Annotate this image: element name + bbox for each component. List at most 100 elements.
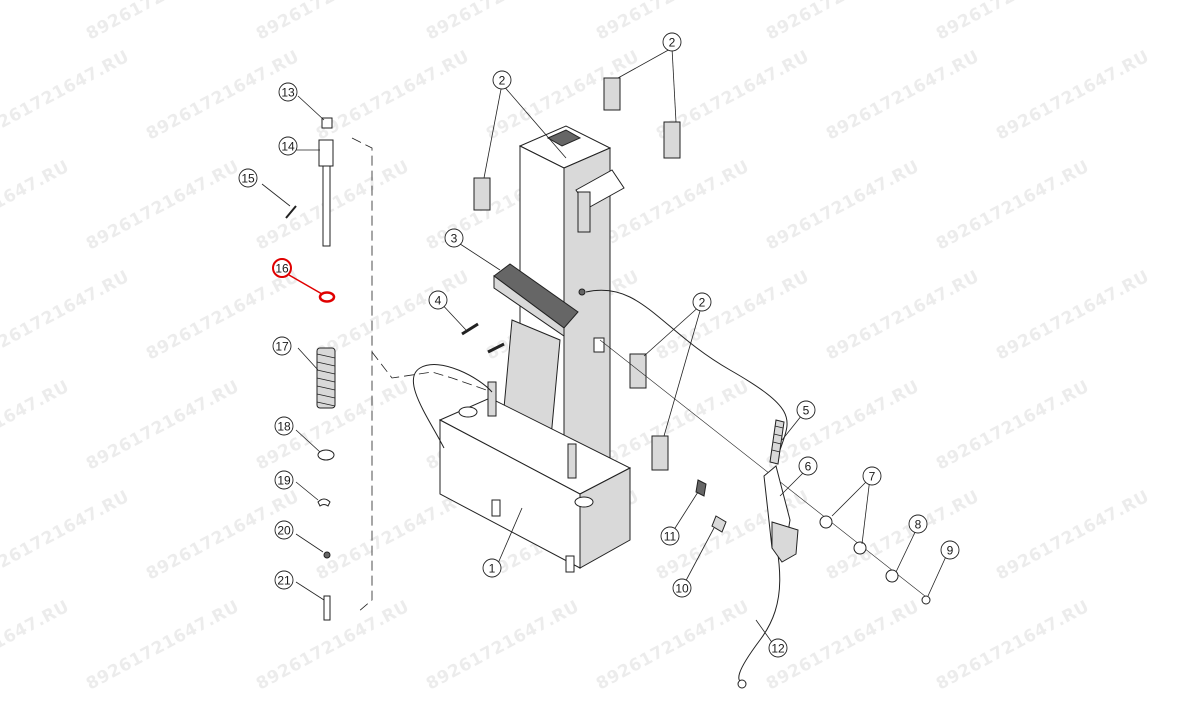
watermark-text: 89261721647.RU [0, 377, 73, 475]
callout-circle [796, 400, 816, 420]
callout-circle [768, 638, 788, 658]
leader-lines [437, 47, 949, 649]
column-assembly [261, 95, 493, 621]
callout-21: 21 [274, 570, 294, 590]
callout-label: 4 [435, 294, 442, 308]
callout-circle [274, 470, 294, 490]
watermark-text: 89261721647.RU [0, 267, 133, 365]
callout-circle [428, 290, 448, 310]
callout-label: 18 [277, 420, 291, 434]
watermark-text: 89261721647.RU [0, 0, 73, 44]
watermark-text: 89261721647.RU [143, 47, 303, 145]
callout-circle [940, 540, 960, 560]
part-20-ball [323, 551, 331, 559]
callout-label: 11 [664, 530, 677, 544]
callout-circle [272, 336, 292, 356]
watermark-text: 89261721647.RU [313, 267, 473, 365]
callout-circle [274, 520, 294, 540]
callout-11: 11 [660, 526, 680, 546]
callout-label: 14 [281, 140, 295, 154]
callout-2: 2 [492, 70, 512, 90]
watermark-text: 89261721647.RU [823, 47, 983, 145]
watermark-text: 89261721647.RU [0, 157, 73, 255]
callout-label: 8 [915, 518, 922, 532]
callout-14: 14 [278, 136, 298, 156]
part-14-rod [322, 165, 331, 247]
callout-circle [274, 570, 294, 590]
callout-circle [274, 416, 294, 436]
part-10-pin [711, 515, 727, 533]
watermark-text: 89261721647.RU [763, 0, 923, 44]
callout-19: 19 [274, 470, 294, 490]
part-15-pin [285, 205, 297, 219]
watermark-text: 89261721647.RU [253, 597, 413, 695]
callout-label: 19 [277, 474, 291, 488]
callout-12: 12 [768, 638, 788, 658]
assembly-bracket [351, 137, 373, 613]
callout-circle [482, 558, 502, 578]
callout-label: 20 [277, 524, 291, 538]
watermark-text: 89261721647.RU [0, 487, 133, 585]
callout-label: 16 [275, 262, 289, 276]
watermark-text: 89261721647.RU [313, 487, 473, 585]
callout-label: 5 [803, 404, 810, 418]
watermark-text: 89261721647.RU [0, 47, 133, 145]
callout-8: 8 [908, 514, 928, 534]
callout-1: 1 [482, 558, 502, 578]
callout-circle [798, 456, 818, 476]
callout-6: 6 [798, 456, 818, 476]
callout-circle [660, 526, 680, 546]
callout-3: 3 [444, 228, 464, 248]
callout-circle [662, 32, 682, 52]
callout-label: 3 [451, 232, 458, 246]
callout-18: 18 [274, 416, 294, 436]
callout-circle [862, 466, 882, 486]
part-17-spring [316, 347, 336, 409]
callout-label: 12 [771, 642, 785, 656]
callout-label: 2 [669, 36, 676, 50]
watermark-text: 89261721647.RU [933, 377, 1093, 475]
part-14-sleeve [318, 139, 334, 167]
watermark-text: 89261721647.RU [653, 267, 813, 365]
callout-2: 2 [692, 292, 712, 312]
watermark-text: 89261721647.RU [763, 157, 923, 255]
watermark-text: 89261721647.RU [993, 47, 1153, 145]
callout-5: 5 [796, 400, 816, 420]
callout-label: 2 [499, 74, 506, 88]
watermark-text: 89261721647.RU [253, 157, 413, 255]
callout-circle [492, 70, 512, 90]
part-13-cap [321, 117, 333, 129]
callout-circle [444, 228, 464, 248]
watermark-text: 89261721647.RU [423, 0, 583, 44]
watermark-text: 89261721647.RU [593, 377, 753, 475]
part-16-ring [318, 291, 336, 303]
watermark-text: 89261721647.RU [823, 267, 983, 365]
part-19-clip [317, 498, 331, 507]
callout-label: 10 [675, 582, 689, 596]
part-7-washer-b [853, 541, 867, 555]
callout-20: 20 [274, 520, 294, 540]
callout-label: 15 [241, 172, 255, 186]
watermark-text: 89261721647.RU [83, 377, 243, 475]
callout-circle [672, 578, 692, 598]
part-7-washer-a [819, 515, 833, 529]
callout-label: 2 [699, 296, 706, 310]
callout-16: 16 [272, 258, 292, 278]
callout-10: 10 [672, 578, 692, 598]
watermark-text: 89261721647.RU [993, 267, 1153, 365]
part-5-spring [769, 419, 785, 465]
callout-label: 9 [947, 544, 954, 558]
watermark-text: 89261721647.RU [423, 597, 583, 695]
callout-circle [692, 292, 712, 312]
watermark-text: 89261721647.RU [313, 47, 473, 145]
callout-circle [908, 514, 928, 534]
watermark-text: 89261721647.RU [0, 597, 73, 695]
callout-7: 7 [862, 466, 882, 486]
callout-circle [278, 82, 298, 102]
watermark-text: 89261721647.RU [933, 0, 1093, 44]
callout-17: 17 [272, 336, 292, 356]
callout-label: 7 [869, 470, 876, 484]
watermark-text: 89261721647.RU [83, 597, 243, 695]
